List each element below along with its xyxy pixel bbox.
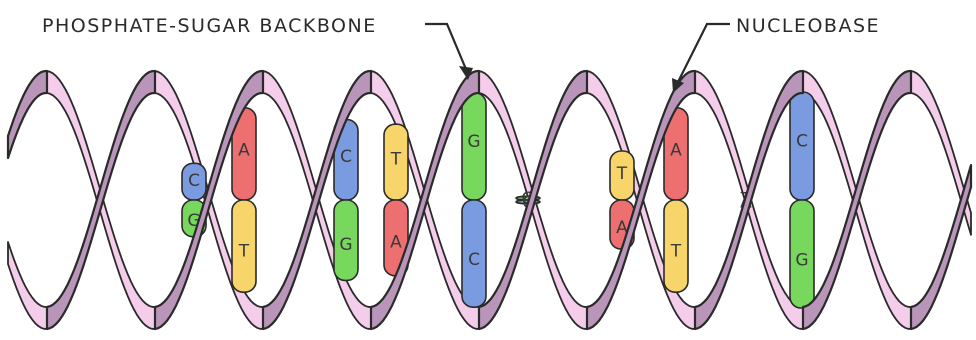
front-ribbon-segment bbox=[695, 71, 803, 329]
front-ribbon-segment bbox=[479, 71, 587, 329]
base-letter-bottom: C bbox=[468, 250, 480, 270]
front-ribbon-segment bbox=[8, 71, 47, 158]
base-pair: AT bbox=[232, 108, 256, 292]
base-letter-top: A bbox=[238, 140, 250, 160]
base-letter-bottom: T bbox=[238, 242, 250, 262]
front-ribbon-segment bbox=[263, 71, 371, 329]
base-letter-bottom: G bbox=[795, 250, 808, 270]
back-ribbon-segment bbox=[8, 242, 47, 329]
base-pair: CG bbox=[790, 92, 814, 308]
base-letter-top: T bbox=[616, 164, 628, 184]
base-letter-top: C bbox=[796, 132, 808, 152]
base-letter-top: C bbox=[188, 171, 200, 191]
base-letter-top: C bbox=[340, 147, 352, 167]
nucleobase-label: NUCLEOBASE bbox=[736, 15, 880, 37]
front-ribbon-segment bbox=[47, 71, 155, 329]
backbone-label: PHOSPHATE-SUGAR BACKBONE bbox=[42, 15, 377, 37]
base-letter-top: T bbox=[390, 149, 402, 169]
base-letter-top: A bbox=[670, 140, 682, 160]
base-letter-bottom: A bbox=[390, 233, 402, 253]
base-letter-top: G bbox=[467, 132, 480, 152]
base-pair: AT bbox=[664, 108, 688, 292]
base-letter-bottom: G bbox=[339, 235, 352, 255]
front-ribbon-segment bbox=[803, 71, 911, 329]
base-pair: GC bbox=[462, 93, 486, 307]
base-letter-bottom: T bbox=[670, 242, 682, 262]
